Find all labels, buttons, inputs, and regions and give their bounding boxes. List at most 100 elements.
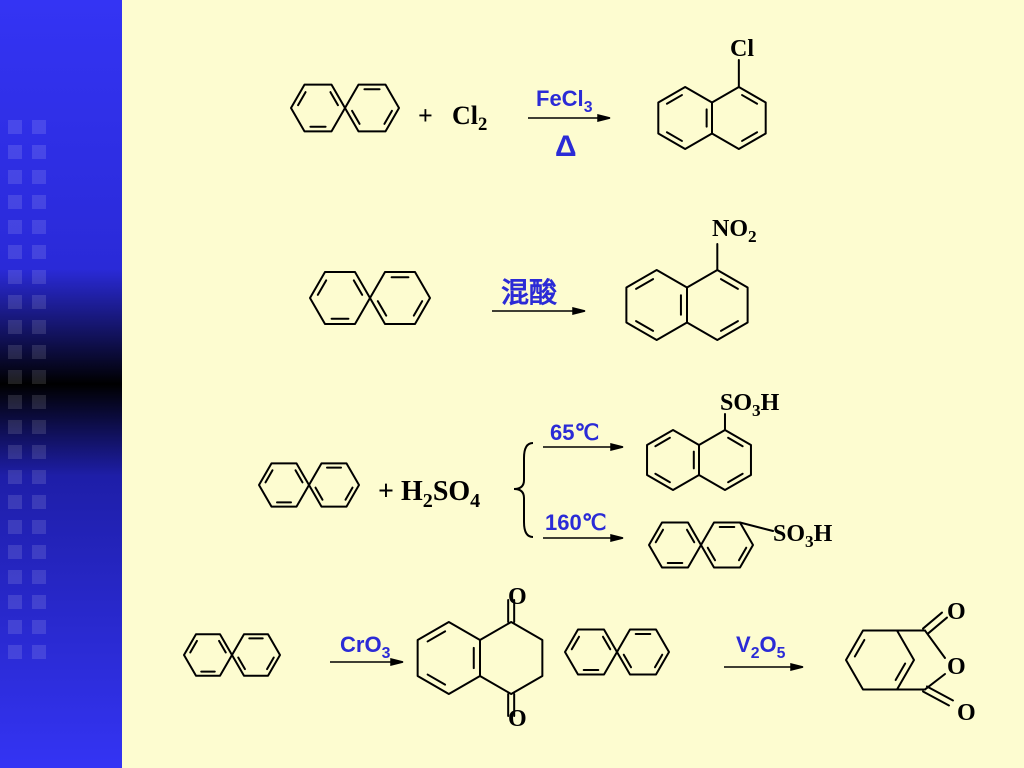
sidebar-square <box>32 620 46 634</box>
double-bond-line <box>853 638 866 658</box>
sidebar-square <box>32 320 46 334</box>
double-bond-line <box>352 279 364 296</box>
plus-sign: + <box>418 101 433 130</box>
double-bond-line <box>741 131 759 142</box>
chlorine-reagent: Cl2 <box>452 101 487 135</box>
naphthalene-ring-right <box>616 628 670 676</box>
sidebar-square <box>32 345 46 359</box>
cro3-label: CrO3 <box>340 632 391 662</box>
naphthalene-ring-right <box>308 462 360 508</box>
anhydride-oxygen-bottom: O <box>957 700 976 726</box>
naphthalene-ring-left <box>564 628 618 676</box>
sidebar-square <box>32 295 46 309</box>
sidebar-square <box>8 495 22 509</box>
sidebar-square <box>8 220 22 234</box>
decorative-sidebar <box>0 0 122 768</box>
sidebar-square <box>32 545 46 559</box>
sidebar-square <box>8 295 22 309</box>
sidebar-square <box>8 120 22 134</box>
double-bond-line <box>665 94 683 105</box>
temp-65c-label: 65℃ <box>550 420 599 445</box>
branch-brace <box>513 442 534 538</box>
anhydride-oxygen-top: O <box>947 599 966 625</box>
double-bond-line <box>719 278 739 290</box>
benzene-ring <box>416 621 481 695</box>
sidebar-square <box>8 345 22 359</box>
double-bond-line <box>719 320 739 332</box>
naphthalene-ring-right <box>698 429 752 491</box>
naphthalene-ring-left <box>309 271 371 325</box>
catalyst-fecl3: FeCl3 <box>536 86 593 116</box>
double-bond-line <box>344 486 354 501</box>
sidebar-square <box>8 145 22 159</box>
sulfuric-acid-reagent: + H2SO4 <box>378 476 480 512</box>
anhydride-oxygen-ring: O <box>947 654 966 680</box>
double-bond-line <box>685 528 696 544</box>
carbonyl-bond <box>922 611 943 630</box>
double-bond-line <box>264 469 274 484</box>
mixed-acid-label: 混酸 <box>501 277 558 308</box>
double-bond-line <box>894 662 907 682</box>
sidebar-square <box>32 645 46 659</box>
double-bond-line <box>665 131 683 142</box>
double-bond-line <box>727 436 744 448</box>
sidebar-square <box>32 420 46 434</box>
naphthalene-ring-left <box>625 269 688 341</box>
chloro-label: Cl <box>730 36 754 62</box>
substituent-bond <box>739 521 774 532</box>
reaction-arrow-nitration-head <box>572 307 586 315</box>
sidebar-square <box>32 570 46 584</box>
sidebar-square <box>32 395 46 409</box>
sidebar-square <box>8 170 22 184</box>
sidebar-square <box>32 220 46 234</box>
sidebar-square <box>32 270 46 284</box>
sidebar-square <box>8 470 22 484</box>
sidebar-square <box>8 320 22 334</box>
double-bond-line <box>297 91 307 107</box>
double-bond-line <box>189 639 198 654</box>
naphthalene-ring-right <box>686 269 749 341</box>
double-bond-line <box>737 546 748 562</box>
double-bond-line <box>570 635 581 651</box>
quinone-ring <box>479 621 544 695</box>
double-bond-line <box>635 278 655 290</box>
naphthalene-ring-left <box>290 83 346 133</box>
double-bond-line <box>383 109 393 125</box>
sidebar-square <box>32 520 46 534</box>
double-bond-line <box>654 436 671 448</box>
double-bond-line <box>294 469 304 484</box>
naphthalene-ring-right <box>700 521 754 569</box>
sidebar-square <box>8 195 22 209</box>
double-bond-line <box>426 630 447 643</box>
naphthalene-ring-right <box>711 86 767 150</box>
sidebar-square <box>8 570 22 584</box>
reaction-arrow-chlorination-head <box>597 114 611 122</box>
heat-symbol: Δ <box>555 130 577 163</box>
sidebar-square <box>32 595 46 609</box>
naphthalene-ring-left <box>258 462 310 508</box>
nitro-label: NO2 <box>712 216 757 246</box>
double-bond-line <box>426 673 447 686</box>
naphthalene-ring-left <box>657 86 713 150</box>
sidebar-square <box>8 595 22 609</box>
sidebar-square <box>32 495 46 509</box>
sidebar-square <box>32 445 46 459</box>
sidebar-square <box>32 120 46 134</box>
sidebar-square <box>32 470 46 484</box>
sidebar-square <box>32 195 46 209</box>
double-bond-line <box>654 472 671 484</box>
sidebar-square <box>8 645 22 659</box>
double-bond-line <box>622 653 633 669</box>
sidebar-square <box>32 370 46 384</box>
reaction-arrow-v2o5-head <box>790 663 804 671</box>
double-bond-line <box>218 639 227 654</box>
double-bond-line <box>376 300 388 317</box>
naphthalene-ring-left <box>183 633 233 677</box>
sidebar-square <box>8 420 22 434</box>
temp-160c-label: 160℃ <box>545 510 606 535</box>
sulfo-label-beta: SO3H <box>773 521 833 551</box>
carbonyl-bond <box>922 690 950 707</box>
double-bond-line <box>316 279 328 296</box>
sidebar-square <box>8 520 22 534</box>
